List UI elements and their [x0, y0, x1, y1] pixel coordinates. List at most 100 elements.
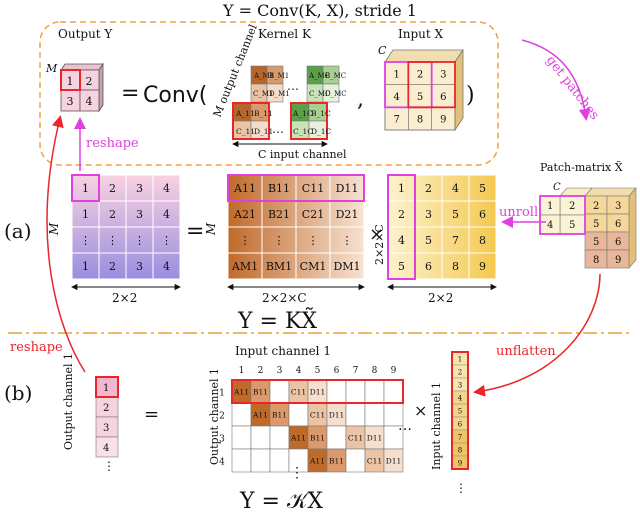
- toeplitz-cell: [231, 448, 252, 473]
- input-x-cell: 5: [417, 92, 423, 103]
- in-vec-highlight: [451, 351, 469, 470]
- toeplitz-cell: [383, 448, 404, 473]
- output-channel-mid-label: Output channel 1: [208, 368, 221, 465]
- toeplitz-col-number: 8: [372, 366, 378, 376]
- kernel-cell: B_MC: [325, 72, 346, 80]
- patch-cell: 1: [547, 201, 553, 212]
- kernel-cell: C_1C: [293, 127, 313, 136]
- toeplitz-cell: [269, 448, 290, 473]
- toeplitz-cell-label: B11: [310, 434, 325, 443]
- patch-matrix-cube: [539, 187, 637, 269]
- output-cell: 1: [67, 75, 74, 88]
- x-bottom-label: 2×2: [428, 291, 453, 305]
- patch-cell: 3: [615, 201, 621, 212]
- matrix-cell: 1: [82, 182, 89, 195]
- input-x-cell: 6: [440, 92, 446, 103]
- output-cell: 3: [67, 95, 74, 108]
- matrix-cell: 6: [425, 260, 432, 273]
- section-a-label: (a): [4, 219, 32, 243]
- in-vec-cell: 8: [458, 447, 462, 455]
- in-vec-ellipsis: ⋮: [455, 481, 467, 495]
- toeplitz-cell: [288, 402, 309, 427]
- in-vec-cell: 4: [458, 395, 463, 403]
- matrix-cell: 8: [479, 234, 486, 247]
- matrix-cell: 3: [136, 208, 143, 221]
- toeplitz-cell: [326, 379, 347, 404]
- matrix-cell: B11: [268, 182, 290, 195]
- patch-cell: 2: [593, 201, 599, 212]
- toeplitz-cell: [250, 448, 271, 473]
- toeplitz-cell-label: A11: [252, 411, 268, 420]
- kernel-cell: D_11: [254, 127, 273, 136]
- out-vec-cell: 4: [103, 443, 109, 454]
- toeplitz-col-number: 2: [258, 366, 264, 376]
- y-bottom-label: 2×2: [112, 291, 137, 305]
- matrix-cell: A21: [233, 208, 256, 221]
- input-x-cell: 7: [393, 115, 399, 126]
- matrix-cell: CM1: [300, 260, 327, 273]
- toeplitz-cell-label: D11: [329, 411, 345, 420]
- input-channel-right-label: Input channel 1: [430, 382, 443, 470]
- matrix-cell: B21: [268, 208, 290, 221]
- matrix-cell: ⋮: [240, 234, 251, 247]
- toeplitz-cell-label: B11: [272, 411, 287, 420]
- matrix-cell: 2: [109, 260, 116, 273]
- patch-cell: 5: [593, 237, 599, 248]
- toeplitz-cell-label: D11: [367, 434, 383, 443]
- toeplitz-col-number: 3: [277, 366, 283, 376]
- toeplitz-col-number: 7: [353, 366, 359, 376]
- input-x-cube: [384, 48, 464, 132]
- matrix-cell: ⋮: [80, 234, 91, 247]
- matrix-cell: 3: [136, 260, 143, 273]
- kernel-cell: A_1C: [292, 109, 313, 118]
- times-a: ×: [369, 224, 384, 245]
- matrix-cell: 5: [425, 234, 432, 247]
- matrix-cell: 1: [398, 182, 405, 195]
- matrix-cell: D21: [336, 208, 359, 221]
- matrix-cell: D11: [336, 182, 359, 195]
- matrix-cell: C21: [302, 208, 324, 221]
- matrix-cell: 5: [452, 208, 459, 221]
- toeplitz-cell-label: C11: [310, 411, 325, 420]
- input-x-cell: 1: [393, 69, 399, 80]
- output-y-label: Output Y: [58, 27, 113, 41]
- patch-matrix-label: Patch-matrix X̃: [540, 161, 623, 174]
- toeplitz-vellipsis: ⋮: [290, 465, 304, 481]
- toeplitz-cell-label: A11: [309, 457, 325, 466]
- toeplitz-cell: [269, 425, 290, 450]
- times-b: ×: [414, 401, 427, 420]
- kernel-cell: B_1C: [311, 109, 331, 118]
- toeplitz-cell: [364, 379, 385, 404]
- output-y-cube: [60, 62, 104, 113]
- toeplitz-cell: [345, 402, 366, 427]
- patch-cell: 6: [615, 237, 621, 248]
- y-m-label: M: [47, 222, 61, 236]
- y-highlight: [71, 174, 100, 202]
- matrix-cell-box: [329, 252, 365, 280]
- kernel-cell: C_MC: [309, 90, 330, 98]
- toeplitz-cell: [345, 379, 366, 404]
- matrix-cell: AM1: [231, 260, 258, 273]
- title: Y = Conv(K, X), stride 1: [222, 1, 417, 20]
- unflatten-label: unflatten: [496, 344, 556, 359]
- toeplitz-highlight-row: [231, 379, 404, 404]
- matrix-cell: 5: [479, 182, 486, 195]
- matrix-cell: 1: [82, 208, 89, 221]
- toeplitz-row-number: 2: [219, 412, 225, 422]
- kernel-input-channel-label: C input channel: [258, 148, 347, 161]
- patch-cell: 5: [569, 220, 575, 231]
- toeplitz-row-number: 1: [219, 389, 225, 399]
- toeplitz-cell-label: C11: [348, 434, 363, 443]
- toeplitz-cell: [250, 425, 271, 450]
- matrix-cell: 9: [479, 260, 486, 273]
- matrix-cell: 5: [398, 260, 405, 273]
- equals-b: =: [144, 404, 159, 425]
- toeplitz-cell: [231, 425, 252, 450]
- matrix-cell: ⋮: [342, 234, 353, 247]
- matrix-cell: BM1: [266, 260, 292, 273]
